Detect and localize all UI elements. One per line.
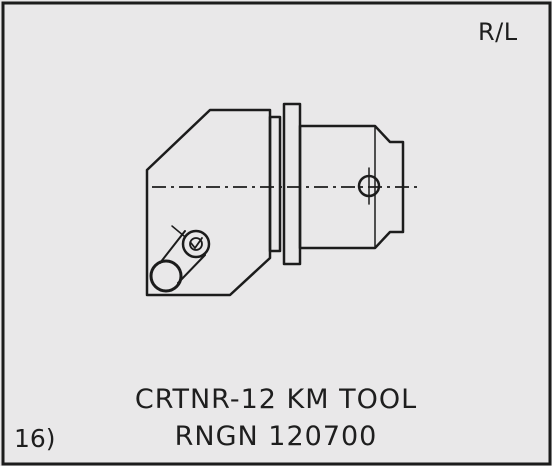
tool-body-outline <box>145 108 272 297</box>
clamp-screw <box>181 229 211 259</box>
insert-designation: RNGN 120700 <box>174 421 378 452</box>
clamp-center-mark <box>171 225 185 237</box>
round-insert <box>149 259 183 293</box>
tool-flange <box>282 102 302 266</box>
clamp-screw-check <box>190 237 203 249</box>
tool-title: CRTNR-12 KM TOOL <box>134 384 418 415</box>
item-number: 16) <box>14 424 56 453</box>
variant-label: R/L <box>478 18 518 46</box>
clamp-screw-inner <box>189 237 203 251</box>
km-shank <box>298 124 405 250</box>
clamp-arm-upper <box>159 230 186 264</box>
clamp-arm-lower <box>177 254 206 284</box>
tool-collar <box>268 115 282 253</box>
